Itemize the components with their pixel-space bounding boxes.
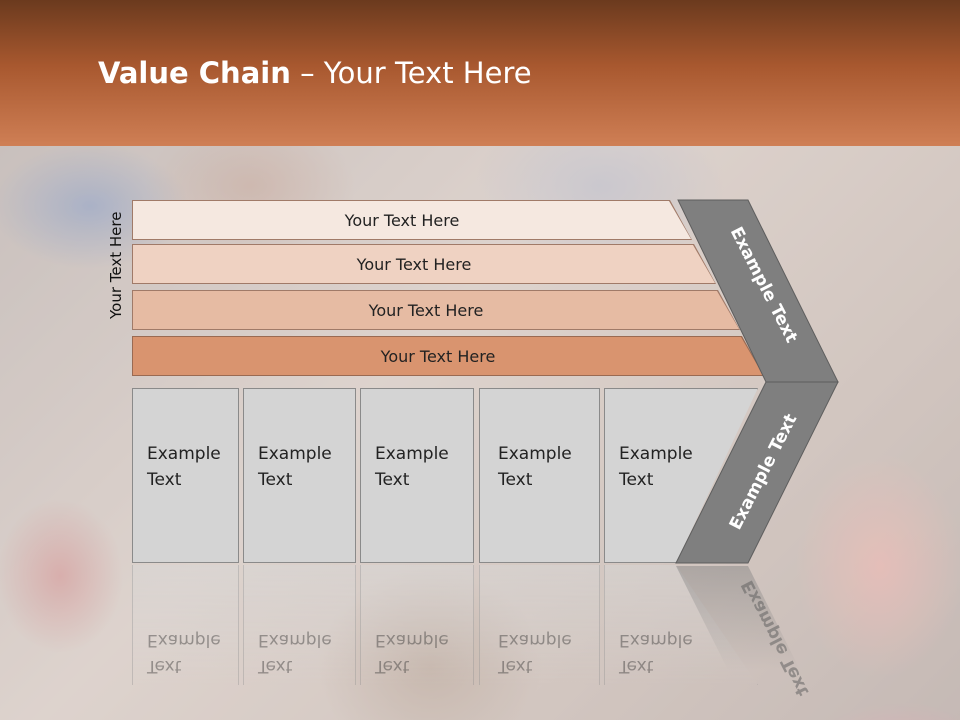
activity-box-4-line2: Text [498,470,533,490]
value-bar-2-label: Your Text Here [133,245,715,283]
slide-title: Value Chain – Your Text Here [98,56,532,90]
value-bar-3: Your Text Here [132,290,740,330]
activity-box-3-line2: Text [375,470,410,490]
value-bar-3-label: Your Text Here [133,291,739,329]
chevron-reflection [676,566,800,670]
activity-box-2-line2: Text [258,470,293,490]
activity-box-5-line1: Example [619,444,693,464]
activity-box-3-line1: Example [375,444,449,464]
activity-box-5-line2: Text [619,470,654,490]
activity-box-4-line1: Example [498,444,572,464]
activity-box-1-line2: Text [147,470,182,490]
activity-box-1-line1: Example [147,444,221,464]
value-bar-4: Your Text Here [132,336,764,376]
value-bar-1: Your Text Here [132,200,692,240]
activity-box-2-line1: Example [258,444,332,464]
value-bar-1-label: Your Text Here [133,201,691,239]
value-bar-2: Your Text Here [132,244,716,284]
chevron-lower-arm [675,381,839,564]
slide-title-bold: Value Chain [98,56,291,90]
value-bar-4-label: Your Text Here [133,337,763,375]
slide-title-rest: – Your Text Here [290,56,532,90]
title-header-band: Value Chain – Your Text Here [0,0,960,146]
